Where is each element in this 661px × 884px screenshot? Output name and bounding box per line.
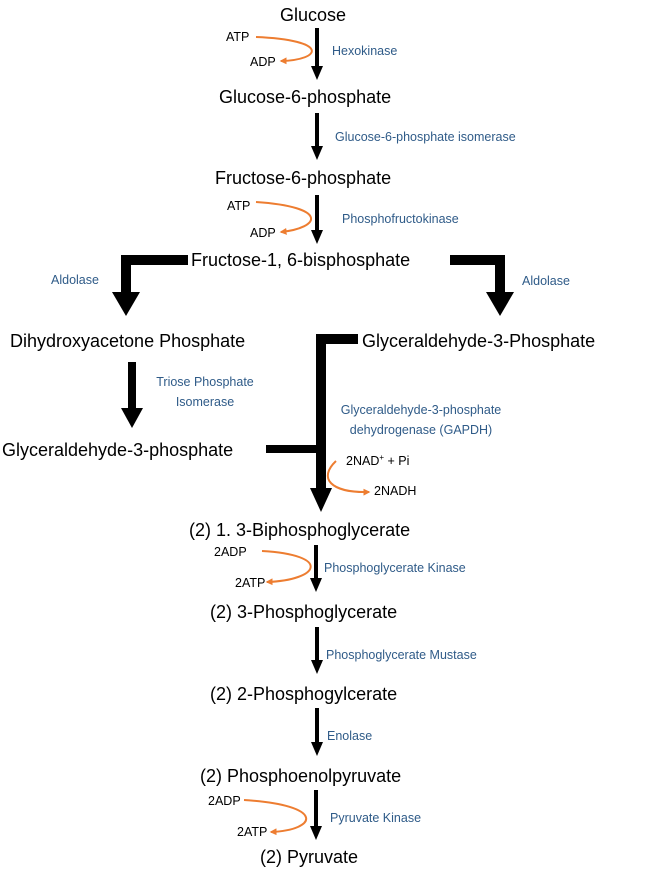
cofactor-pfk-atp: ATP <box>227 199 251 213</box>
metabolite-glyceraldehyde-3-phosphate-left: Glyceraldehyde-3-phosphate <box>2 440 234 460</box>
metabolite-glucose: Glucose <box>280 5 347 25</box>
metabolite-fructose-6-phosphate: Fructose-6-phosphate <box>215 168 392 188</box>
enzyme-pyruvate-kinase: Pyruvate Kinase <box>330 811 422 825</box>
cofactor-hexokinase-adp: ADP <box>250 55 276 69</box>
arrow-glucose-to-g6p <box>311 28 323 80</box>
enzyme-aldolase-right: Aldolase <box>522 274 570 288</box>
metabolite-dihydroxyacetone-phosphate: Dihydroxyacetone Phosphate <box>10 331 246 351</box>
cofactor-arrow-pk <box>243 799 308 836</box>
enzyme-hexokinase: Hexokinase <box>332 44 398 58</box>
enzyme-phosphoglycerate-mutase: Phosphoglycerate Mustase <box>326 648 477 662</box>
metabolite-3-phosphoglycerate: (2) 3-Phosphoglycerate <box>210 602 398 622</box>
cofactor-arrow-hexokinase <box>255 36 313 65</box>
enzyme-gapdh-line2: dehydrogenase (GAPDH) <box>349 423 493 437</box>
cofactor-pgk-atp: 2ATP <box>235 576 266 590</box>
cofactor-arrow-pgk <box>261 550 312 586</box>
enzyme-phosphoglycerate-kinase: Phosphoglycerate Kinase <box>324 561 466 575</box>
arrow-gapdh-join <box>266 334 358 512</box>
cofactor-gapdh-nad-charge: + <box>379 452 385 462</box>
enzyme-triose-phosphate-isomerase-line2: Isomerase <box>175 395 235 409</box>
cofactor-gapdh-nad-pi: 2NAD+ + Pi <box>346 452 410 468</box>
cofactor-gapdh-nadh: 2NADH <box>374 484 417 498</box>
arrow-pep-to-pyruvate <box>310 790 322 840</box>
arrow-2pg-to-pep <box>311 708 323 756</box>
metabolite-glucose-6-phosphate: Glucose-6-phosphate <box>219 87 392 107</box>
arrow-aldolase-right <box>450 255 514 316</box>
cofactor-gapdh-nad: 2NAD <box>346 454 380 468</box>
cofactor-hexokinase-atp: ATP <box>226 30 250 44</box>
metabolite-glyceraldehyde-3-phosphate-right: Glyceraldehyde-3-Phosphate <box>362 331 596 351</box>
arrow-g6p-to-f6p <box>311 113 323 160</box>
metabolite-2-phosphoglycerate: (2) 2-Phosphogylcerate <box>210 684 398 704</box>
arrow-3pg-to-2pg <box>311 627 323 674</box>
metabolite-pyruvate: (2) Pyruvate <box>260 847 359 867</box>
cofactor-pk-atp: 2ATP <box>237 825 268 839</box>
cofactor-pk-adp: 2ADP <box>208 794 241 808</box>
cofactor-arrow-pfk <box>255 201 312 235</box>
arrow-aldolase-left <box>112 255 188 316</box>
arrow-f6p-to-f16bp <box>311 195 323 244</box>
metabolite-fructose-1-6-bisphosphate: Fructose-1, 6-bisphosphate <box>191 250 411 270</box>
cofactor-gapdh-pi: + Pi <box>384 454 410 468</box>
enzyme-aldolase-left: Aldolase <box>51 273 99 287</box>
arrow-tpi <box>121 362 143 428</box>
enzyme-enolase: Enolase <box>327 729 373 743</box>
cofactor-pfk-adp: ADP <box>250 226 276 240</box>
cofactor-arrow-gapdh <box>326 460 371 496</box>
metabolite-phosphoenolpyruvate: (2) Phosphoenolpyruvate <box>200 766 402 786</box>
cofactor-pgk-adp: 2ADP <box>214 545 247 559</box>
enzyme-glucose-6-phosphate-isomerase: Glucose-6-phosphate isomerase <box>335 130 516 144</box>
arrow-bpg-to-3pg <box>310 545 322 592</box>
enzyme-triose-phosphate-isomerase-line1: Triose Phosphate <box>156 375 254 389</box>
metabolite-1-3-biphosphoglycerate: (2) 1. 3-Biphosphoglycerate <box>189 520 411 540</box>
enzyme-gapdh-line1: Glyceraldehyde-3-phosphate <box>340 403 502 417</box>
enzyme-phosphofructokinase: Phosphofructokinase <box>342 212 459 226</box>
